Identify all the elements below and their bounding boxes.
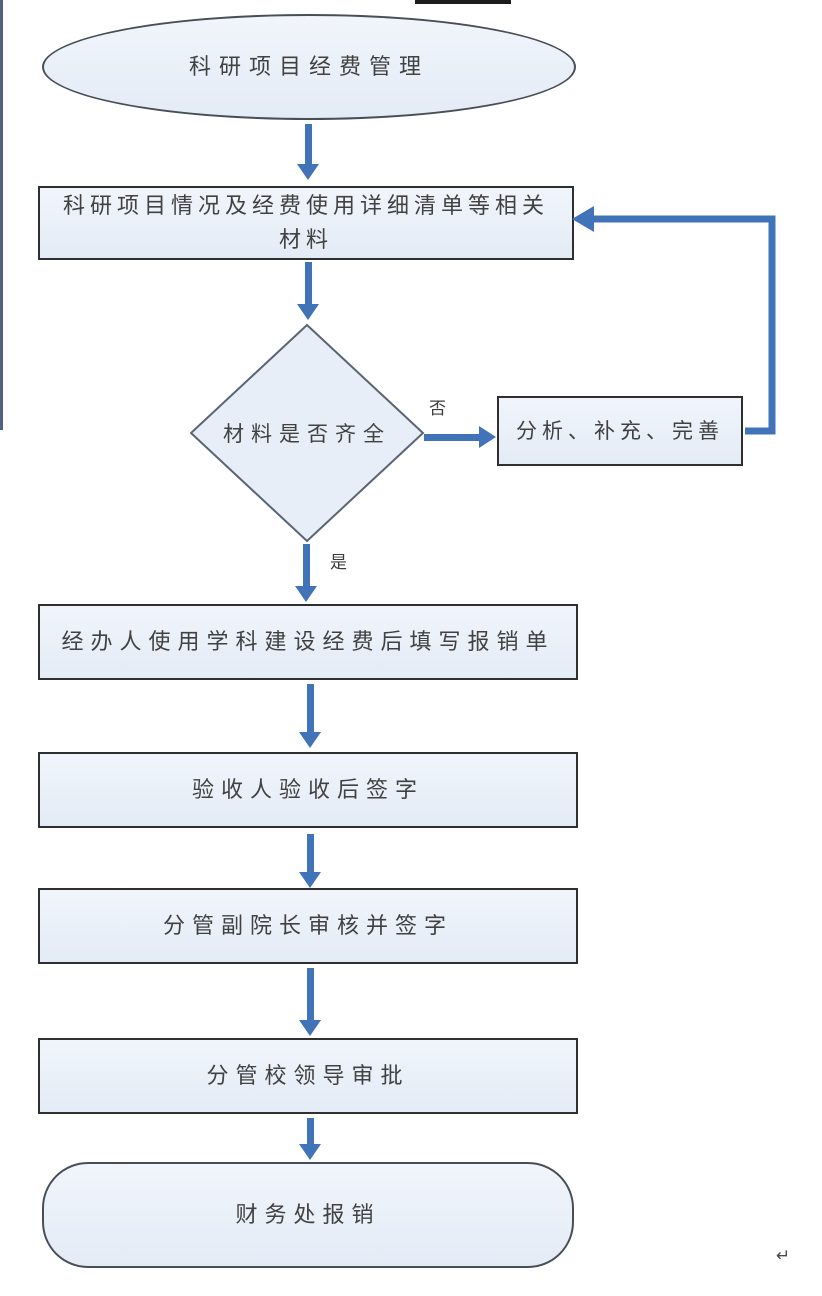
node-acceptance-sign-label: 验收人验收后签字 <box>191 777 424 802</box>
node-finance-label: 财务处报销 <box>235 1202 381 1227</box>
arrow-acceptance-to-vicedean <box>299 834 321 888</box>
arrow-start-to-materials <box>297 124 319 180</box>
arrowhead-down-icon <box>299 732 321 748</box>
node-decision-label: 材料是否齐全 <box>223 422 391 446</box>
node-materials-label: 科研项目情况及经费使用详细清单等相关材料 <box>62 193 549 252</box>
node-materials: 科研项目情况及经费使用详细清单等相关材料 <box>38 186 574 260</box>
arrow-shaft <box>304 262 312 304</box>
arrowhead-left-icon <box>572 206 594 232</box>
node-vice-dean-review: 分管副院长审核并签字 <box>38 888 578 964</box>
node-decision: 材料是否齐全 <box>189 323 425 543</box>
arrowhead-down-icon <box>299 1144 321 1160</box>
branch-label-yes: 是 <box>330 553 347 572</box>
node-acceptance-sign: 验收人验收后签字 <box>38 752 578 828</box>
paragraph-return-mark: ↵ <box>776 1246 791 1266</box>
arrow-shaft <box>306 968 314 1020</box>
node-fill-form: 经办人使用学科建设经费后填写报销单 <box>38 604 578 680</box>
arrow-materials-to-decision <box>297 262 319 320</box>
arrowhead-right-icon <box>479 426 496 448</box>
node-revise-label: 分析、补充、完善 <box>516 419 724 443</box>
arrow-fillform-to-acceptance <box>299 684 321 748</box>
arrow-shaft <box>302 544 310 586</box>
arrowhead-down-icon <box>297 304 319 320</box>
arrow-shaft <box>424 433 479 441</box>
node-school-leader-approve-label: 分管校领导审批 <box>206 1063 410 1088</box>
node-finance-terminator: 财务处报销 <box>42 1162 574 1268</box>
arrow-shaft <box>304 124 312 164</box>
branch-label-no: 否 <box>429 399 446 418</box>
arrow-shaft <box>306 1118 314 1144</box>
node-school-leader-approve: 分管校领导审批 <box>38 1038 578 1114</box>
arrow-vicedean-to-leader <box>299 968 321 1036</box>
node-start-terminator: 科研项目经费管理 <box>42 14 576 120</box>
arrowhead-down-icon <box>295 586 317 602</box>
arrowhead-down-icon <box>299 1020 321 1036</box>
arrow-shaft <box>306 834 314 872</box>
diamond-shape <box>189 323 425 543</box>
arrow-decision-to-revise <box>424 426 496 448</box>
cropped-top-border-fragment <box>415 0 511 4</box>
arrow-shaft <box>306 684 314 732</box>
arrowhead-down-icon <box>299 872 321 888</box>
node-fill-form-label: 经办人使用学科建设经费后填写报销单 <box>61 629 555 654</box>
arrowhead-down-icon <box>297 164 319 180</box>
arrow-decision-to-fillform <box>295 544 317 602</box>
diamond-polygon <box>189 323 425 543</box>
cropped-left-border-fragment <box>0 0 3 430</box>
arrow-leader-to-finance <box>299 1118 321 1160</box>
node-revise: 分析、补充、完善 <box>497 396 743 466</box>
node-start-label: 科研项目经费管理 <box>188 54 429 79</box>
node-vice-dean-review-label: 分管副院长审核并签字 <box>162 913 453 938</box>
